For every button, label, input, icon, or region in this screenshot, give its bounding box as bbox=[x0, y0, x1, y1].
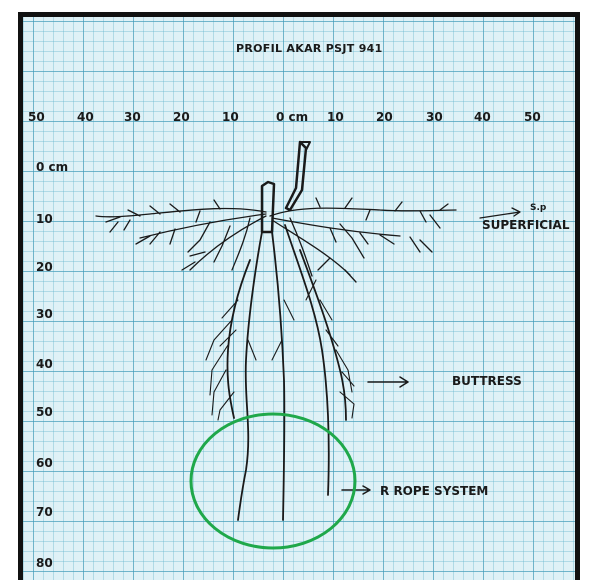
buttress-label: BUTTRESS bbox=[452, 374, 522, 388]
stem-cut bbox=[286, 142, 306, 210]
stem bbox=[262, 182, 274, 232]
rope-system-text: ROPE SYSTEM bbox=[393, 484, 488, 498]
buttress-arrow bbox=[368, 377, 408, 387]
rope-system-label: R ROPE SYSTEM bbox=[380, 484, 488, 498]
superficial-label: SUPERFICIAL bbox=[482, 218, 570, 232]
superficial-abbrev: S.p bbox=[530, 203, 546, 213]
superficial-arrow bbox=[480, 208, 520, 218]
buttress-roots bbox=[227, 225, 346, 520]
rope-abbrev: R bbox=[380, 484, 389, 498]
rope-system-highlight bbox=[191, 414, 355, 548]
